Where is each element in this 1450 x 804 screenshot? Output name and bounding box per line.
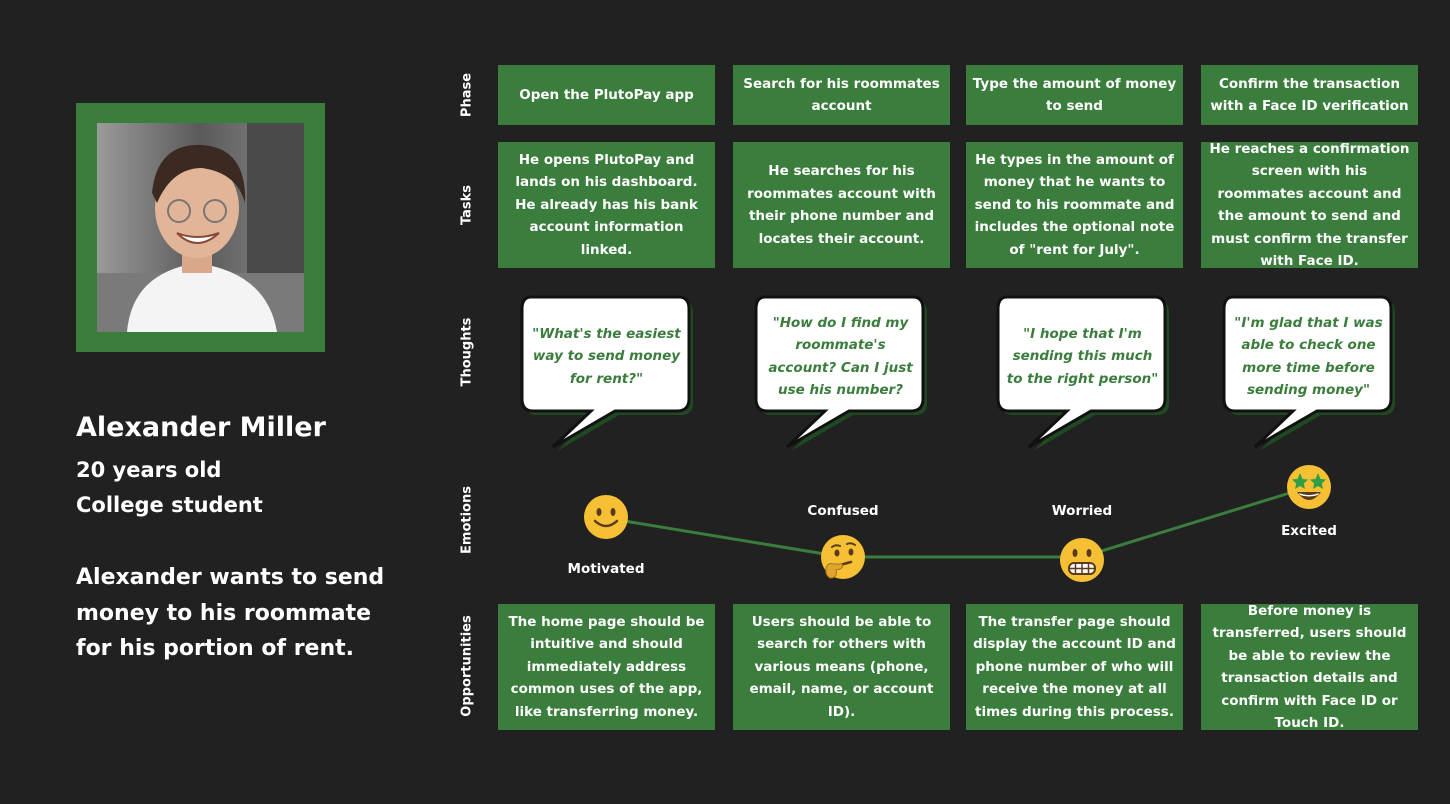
phase-box: Confirm the transaction with a Face ID v…: [1201, 65, 1418, 125]
task-box: He reaches a confirmation screen with hi…: [1201, 141, 1418, 269]
thinking-face-icon: [821, 535, 865, 579]
persona-name: Alexander Miller: [76, 412, 326, 443]
persona-goal: Alexander wants to send money to his roo…: [76, 565, 385, 661]
opportunity-box: The transfer page should display the acc…: [966, 604, 1183, 730]
speech-bubble-shape: [996, 295, 1169, 451]
opportunity-box: Users should be able to search for other…: [733, 604, 950, 730]
phase-box: Open the PlutoPay app: [498, 65, 715, 125]
smiling-face-icon: [584, 495, 628, 539]
persona-age: 20 years old: [76, 458, 222, 482]
task-box: He searches for his roommates account wi…: [733, 142, 950, 268]
opportunity-box: The home page should be intuitive and sh…: [498, 604, 715, 730]
thought-bubble: "How do I find my roommate's account? Ca…: [753, 293, 928, 451]
opportunity-box: Before money is transferred, users shoul…: [1201, 603, 1418, 731]
grimacing-face-icon: [1060, 538, 1104, 582]
thought-text: "How do I find my roommate's account? Ca…: [768, 314, 913, 399]
thought-text: "I'm glad that I was able to check one m…: [1234, 314, 1383, 399]
thought-bubble: "I'm glad that I was able to check one m…: [1221, 293, 1396, 451]
task-box: He types in the amount of money that he …: [966, 142, 1183, 268]
thought-text: "I hope that I'm sending this much to th…: [1006, 325, 1159, 387]
speech-bubble-shape: [754, 295, 927, 451]
persona-photo: [97, 123, 304, 332]
persona-photo-frame: [76, 103, 325, 352]
thought-text: "What's the easiest way to send money fo…: [532, 325, 681, 387]
speech-bubble-shape: [1222, 295, 1395, 451]
emotion-label: Confused: [807, 503, 879, 519]
emotion-label: Excited: [1281, 523, 1337, 539]
star-struck-face-icon: [1287, 465, 1331, 509]
emotion-label: Motivated: [567, 561, 645, 577]
persona-occupation: College student: [76, 493, 263, 517]
task-box: He opens PlutoPay and lands on his dashb…: [498, 142, 715, 268]
phase-box: Search for his roommates account: [733, 65, 950, 125]
speech-bubble-shape: [520, 295, 693, 451]
thought-bubble: "I hope that I'm sending this much to th…: [995, 293, 1170, 451]
thought-bubble: "What's the easiest way to send money fo…: [519, 293, 694, 451]
phase-box: Type the amount of money to send: [966, 65, 1183, 125]
emotion-label: Worried: [1051, 503, 1113, 519]
